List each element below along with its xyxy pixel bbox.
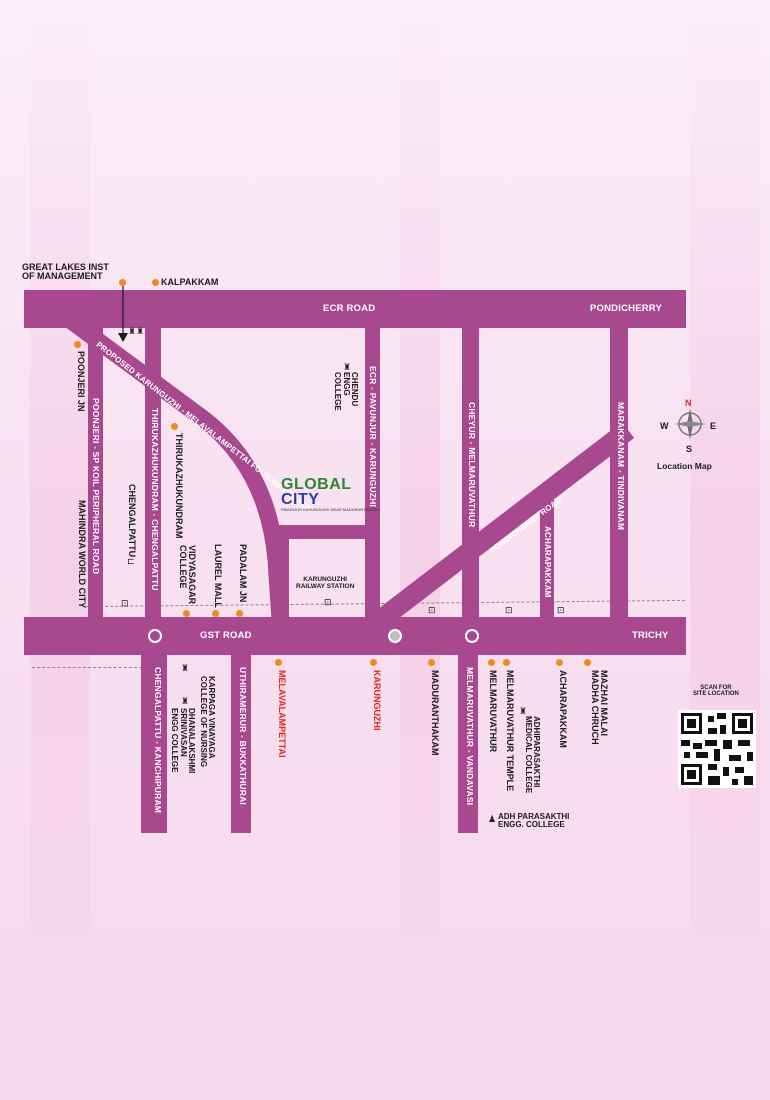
train-icon: ⊏: [127, 556, 135, 566]
ecr-pavunjur-road: [365, 328, 380, 617]
trichy-label: TRICHY: [632, 630, 669, 641]
qr-code-icon[interactable]: [678, 710, 756, 788]
melmaruvathur-label: MELMARUVATHUR: [488, 670, 498, 753]
chengalpattu-junction: [148, 629, 162, 643]
melmaruvathur-temple-dot: [503, 659, 510, 666]
great-lakes-dot: [119, 279, 126, 286]
kalpakkam-dot: [152, 279, 159, 286]
school-icon: ♜: [181, 696, 190, 706]
school-icon: ♜: [181, 663, 190, 673]
train-icon: ⊡: [324, 597, 332, 607]
chengalpattu-label: CHENGALPATTU: [127, 484, 137, 558]
karunguzhi-junction: [388, 629, 402, 643]
thirukazhukundram-dot: [171, 423, 178, 430]
dhanalakshmi-label: DHANALAKSHMI SRINIVASAN ENGG COLLEGE: [170, 708, 196, 774]
pondicherry-road: [373, 422, 635, 628]
brand-tagline: PAVUNJUR KARUNGUZHI NEAR MADURANTHAKAM: [281, 507, 380, 512]
brand-line2: CITY: [281, 491, 320, 508]
location-map-caption: Location Map: [657, 461, 712, 471]
qr-code: [681, 713, 753, 785]
train-icon: ⊡: [121, 598, 129, 608]
mazhai-malai-label: MAZHAI MALAI MADHA CHRUCH: [589, 670, 609, 745]
school-icon: ♟: [488, 814, 497, 824]
train-icon: ⊡: [557, 605, 565, 615]
poonjeri-road-label: POONJERI - SP KOIL PERIPHERAL ROAD: [91, 398, 101, 575]
kalpakkam-label: KALPAKKAM: [161, 277, 219, 287]
thirukazhukundram-label: THIRUKAZHUKUNDRAM: [174, 433, 184, 539]
vidyasagar-label: VIDYASAGAR COLLEGE: [177, 545, 197, 605]
compass-s: S: [686, 444, 693, 454]
adhi-medical-label: ADHIPARASAKTHI MEDICAL COLLEGE: [523, 716, 541, 794]
great-lakes-label: GREAT LAKES INST OF MANAGEMENT: [22, 262, 109, 282]
cheyyur-label: CHEYUR - MELMARUVATHUR: [467, 402, 477, 528]
chengalpattu-kanchipuram-road: [141, 655, 167, 833]
melmaruvathur-junction: [465, 629, 479, 643]
padalam-label: PADALAM JN: [238, 544, 248, 603]
laurel-mall-label: LAUREL MALL: [213, 544, 223, 608]
thirukazhukundram-road: [145, 328, 161, 617]
mahindra-label: MAHINDRA WORLD CITY: [77, 500, 87, 609]
school-icon: ♜♜: [128, 326, 145, 336]
melmaruvathur-vandavasi-label: MELMARUVATHUR - VANDAVASI: [465, 667, 475, 806]
uthiramerur-label: UTHIRAMERUR - BUKKATHURAI: [238, 667, 248, 805]
vidyasagar-dot: [183, 610, 190, 617]
compass-icon: [670, 404, 710, 444]
adhi-engg-label: ADH PARASAKTHI ENGG. COLLEGE: [498, 812, 570, 830]
proposed-four-way-track: [64, 313, 289, 621]
mazhai-malai-dot: [584, 659, 591, 666]
bg-streak: [690, 0, 760, 1100]
acharapakkam-road: [540, 500, 554, 617]
melmaruvathur-vandavasi-road: [458, 655, 478, 833]
pointer-arrow: [118, 333, 128, 342]
thirukazhukundram-road-label: THIRUKAZHUKUNDRAM - CHENGALPATTU: [150, 408, 160, 591]
melmaruvathur-temple-label: MELMARUVATHUR TEMPLE: [505, 670, 515, 792]
marakkanam-road: [610, 328, 628, 617]
gst-road: [24, 617, 686, 655]
acharapakkam-dot: [556, 659, 563, 666]
madurantakam-dot: [428, 659, 435, 666]
bg-streak: [30, 0, 90, 1100]
madurantakam-label: MADURANTHAKAM: [430, 670, 440, 756]
railway-line-west: [32, 667, 142, 668]
chendu-college-label: CHENDU ENGG COLLEGE: [333, 372, 359, 411]
school-icon: ♜: [519, 706, 528, 716]
marakkanam-label: MARAKKANAM - TINDIVANAM: [616, 402, 626, 531]
melmaruvathur-dot: [488, 659, 495, 666]
poonjeri-dot: [74, 341, 81, 348]
pondicherry-label: PONDICHERRY: [590, 303, 663, 314]
compass-n: N: [685, 398, 692, 408]
acharapakkam-label: ACHARAPAKKAM: [558, 670, 568, 748]
train-icon: ⊡: [505, 605, 513, 615]
gst-road-label: GST ROAD: [200, 630, 252, 641]
ecr-road: [24, 290, 686, 328]
bg-streak: [400, 0, 440, 1100]
brand-line1: GLOBAL: [281, 476, 352, 493]
qr-caption: SCAN FOR SITE LOCATION: [693, 685, 739, 698]
train-icon: ⊡: [428, 605, 436, 615]
karunguzhi-label: KARUNGUZHI: [372, 670, 382, 731]
uthiramerur-road: [231, 655, 251, 833]
karunguzhi-station-label: KARUNGUZHI RAILWAY STATION: [296, 576, 355, 590]
karunguzhi-link: [275, 525, 379, 539]
poonjeri-road: [88, 328, 103, 617]
ecr-road-label: ECR ROAD: [323, 303, 376, 314]
melavalampettai-dot: [275, 659, 282, 666]
poonjeri-jn-label: POONJERI JN: [76, 351, 86, 412]
compass-rose: [674, 408, 706, 440]
acharapakkam-road-label: ACHARAPAKKAM: [543, 526, 552, 598]
chengalpattu-kanchipuram-label: CHENGALPATTU - KANCHIPURAM: [153, 667, 163, 814]
brand-logo: GLOBAL CITY PAVUNJUR KARUNGUZHI NEAR MAD…: [281, 477, 380, 513]
karunguzhi-dot: [370, 659, 377, 666]
melavalampettai-label: MELAVALAMPETTAI: [277, 670, 287, 758]
compass-w: W: [660, 421, 669, 431]
padalam-dot: [236, 610, 243, 617]
karpaga-college-label: KARPAGA VINAYAGA COLLEGE OF NURSING: [198, 676, 216, 768]
compass-e: E: [710, 421, 717, 431]
school-icon: ♜: [343, 362, 352, 372]
laurel-dot: [212, 610, 219, 617]
